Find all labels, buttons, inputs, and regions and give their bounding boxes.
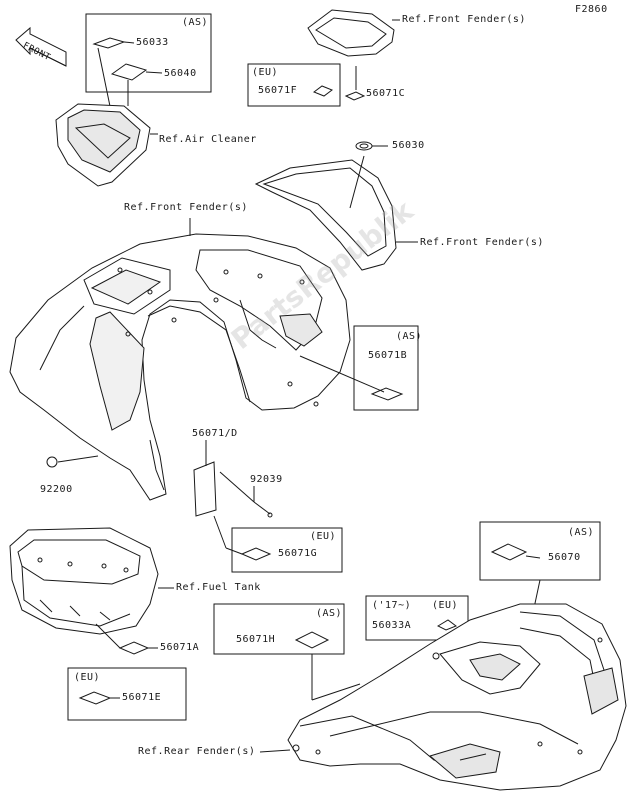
front-fender-main-icon xyxy=(9,218,351,501)
part-92039[interactable]: 92039 xyxy=(250,474,283,485)
part-56071B[interactable]: 56071B xyxy=(368,350,408,361)
part-56071A[interactable]: 56071A xyxy=(160,642,200,653)
sticker-56071D-icon xyxy=(193,461,217,517)
part-56033[interactable]: 56033 xyxy=(136,37,169,48)
figure-code: F2860 xyxy=(575,4,608,15)
inner-fender-panel-icon xyxy=(254,155,418,271)
part-56071G[interactable]: 56071G xyxy=(278,548,318,559)
fuel-tank-box-icon xyxy=(9,527,174,649)
box-eu-top xyxy=(247,63,341,107)
part-56033A[interactable]: 56033A xyxy=(372,620,412,631)
air-cleaner-cover-icon xyxy=(55,103,158,187)
box-eu-17 xyxy=(365,595,469,641)
label-56040-icon xyxy=(110,63,148,81)
box-as-top xyxy=(85,13,212,93)
part-56030[interactable]: 56030 xyxy=(392,140,425,151)
tag-eu-mid: (EU) xyxy=(310,531,337,542)
tag-eu-bot: (EU) xyxy=(74,672,101,683)
rear-fender-icon xyxy=(259,603,627,791)
ref-rear-fender[interactable]: Ref.Rear Fender(s) xyxy=(138,746,256,757)
part-56071H[interactable]: 56071H xyxy=(236,634,276,645)
tag-year-17: ('17~) xyxy=(372,600,412,611)
part-56071F[interactable]: 56071F xyxy=(258,85,298,96)
tag-as-top: (AS) xyxy=(182,17,209,28)
part-92200[interactable]: 92200 xyxy=(40,484,73,495)
ref-front-fender-top[interactable]: Ref.Front Fender(s) xyxy=(402,14,526,25)
tag-eu-bot-right: (EU) xyxy=(432,600,459,611)
ref-air-cleaner[interactable]: Ref.Air Cleaner xyxy=(159,134,257,145)
part-56071E[interactable]: 56071E xyxy=(122,692,162,703)
part-56040[interactable]: 56040 xyxy=(164,68,197,79)
tag-as-mid: (AS) xyxy=(396,331,423,342)
box-as-mid xyxy=(353,325,419,411)
ref-front-fender-right[interactable]: Ref.Front Fender(s) xyxy=(420,237,544,248)
part-56071D[interactable]: 56071/D xyxy=(192,428,238,439)
box-eu-bot xyxy=(67,667,187,721)
label-56033-icon xyxy=(92,37,126,49)
front-arrow-icon xyxy=(15,26,67,67)
part-56070[interactable]: 56070 xyxy=(548,552,581,563)
tag-as-bot-right: (AS) xyxy=(568,527,595,538)
tag-eu-top: (EU) xyxy=(252,67,279,78)
tag-as-bot-mid: (AS) xyxy=(316,608,343,619)
box-as-bot-mid xyxy=(213,603,345,655)
ref-front-fender-left[interactable]: Ref.Front Fender(s) xyxy=(124,202,248,213)
part-56071C[interactable]: 56071C xyxy=(366,88,406,99)
ref-fuel-tank[interactable]: Ref.Fuel Tank xyxy=(176,582,261,593)
front-fender-top-piece-icon xyxy=(307,9,400,57)
